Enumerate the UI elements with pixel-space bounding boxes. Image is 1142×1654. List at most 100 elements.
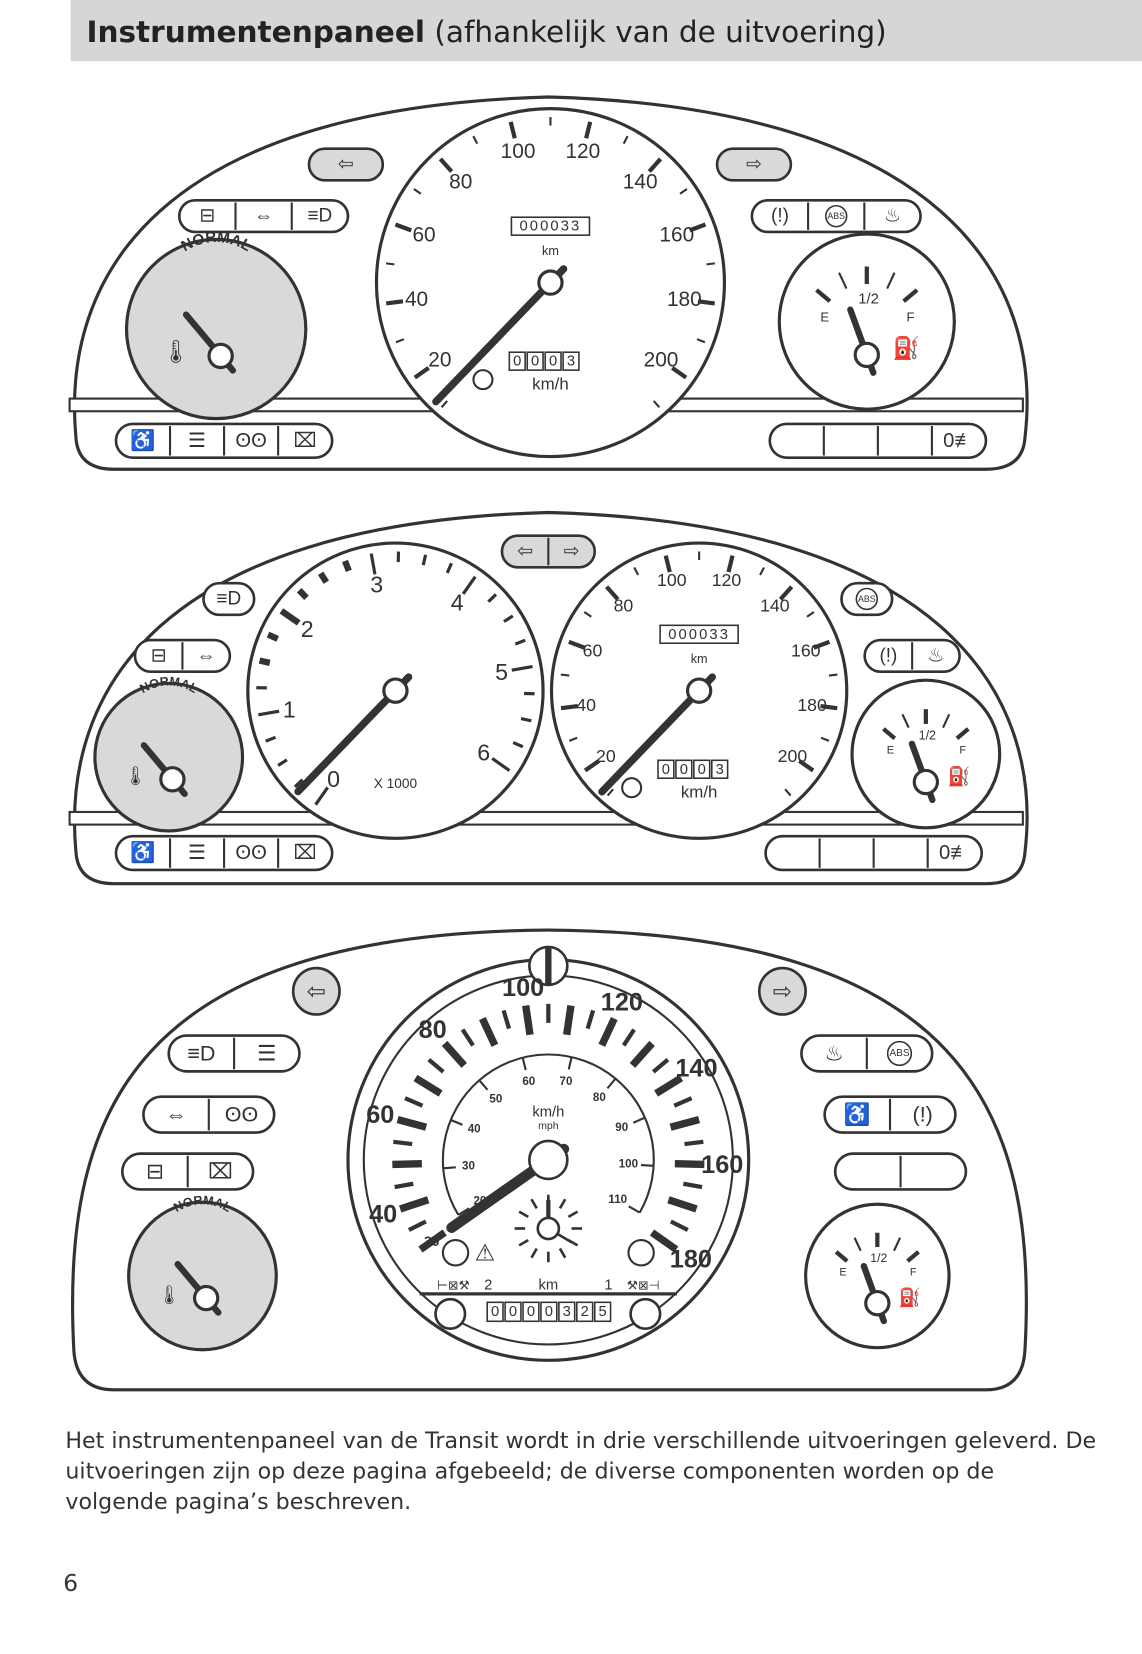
- brake-warning-icon: (!): [771, 206, 789, 227]
- bottom-left-warning-lights: ♿☰ʘʘ⌧: [114, 834, 334, 872]
- knob-slot: [545, 946, 552, 985]
- abs-icon: [855, 587, 879, 611]
- speed-label-100: 100: [501, 140, 536, 163]
- tick-mark: [706, 262, 716, 266]
- arrow-left-icon: ⇦: [338, 154, 354, 175]
- kmh-label-160: 160: [701, 1151, 743, 1179]
- needle-hub: [685, 677, 713, 704]
- needle-hub-large: [528, 1139, 569, 1181]
- abs-icon: [824, 204, 848, 228]
- top-right-warning-lights-frame: [750, 199, 922, 234]
- odometer-digit: 0: [527, 1304, 535, 1320]
- panel-2-fuel-gauge-face: [850, 678, 1002, 830]
- kmh-tick: [413, 1074, 443, 1097]
- rpm-label-4: 4: [451, 589, 464, 615]
- mph-label-30: 30: [462, 1160, 475, 1172]
- clock-tick: [530, 1198, 538, 1210]
- rpm-label-6: 6: [477, 740, 490, 766]
- fuel-half-label: 1/2: [858, 292, 879, 308]
- speed-label-40: 40: [576, 695, 596, 715]
- glow-plug-icon: ʘʘ: [235, 842, 266, 864]
- oil-pressure-icon: ♨: [884, 206, 901, 227]
- speed-label-80: 80: [449, 170, 472, 193]
- trip-reset-button: [472, 369, 494, 391]
- section-header: Instrumentenpaneel (afhankelijk van de u…: [70, 0, 1142, 62]
- kmh-tick: [621, 1028, 636, 1047]
- trip-digit-box: [675, 759, 693, 780]
- kmh-tick: [669, 1115, 701, 1131]
- tach-tick: [487, 593, 498, 603]
- panel-3-speedometer-tachograph: 3040608010012014016018020304050607080901…: [346, 945, 751, 1362]
- kmh-tick: [629, 1040, 655, 1068]
- tach-tick: [293, 778, 304, 789]
- tick-mark: [395, 338, 405, 344]
- kmh-tick: [598, 1016, 618, 1047]
- tick-mark: [606, 788, 614, 797]
- kmh-label-40: 40: [369, 1201, 397, 1229]
- kmh-tick: [649, 1229, 679, 1253]
- arrow-right-icon: ⇨: [746, 154, 762, 175]
- odometer-digit: 0: [509, 1304, 517, 1320]
- tick-mark: [647, 157, 663, 173]
- tick-mark: [413, 188, 422, 195]
- mph-tick: [606, 1077, 617, 1090]
- tick-mark: [697, 299, 715, 306]
- trip-digit-box: [657, 759, 675, 780]
- clock-tick: [518, 1210, 529, 1219]
- trip-digit: 3: [567, 354, 575, 370]
- fuel-tick: [906, 1250, 920, 1263]
- title-subtitle: (afhankelijk van de uitvoering): [434, 14, 887, 50]
- tick-mark: [568, 736, 578, 742]
- tach-tick: [503, 614, 514, 623]
- title-bold: Instrumentenpaneel: [86, 14, 425, 50]
- arrow-left-icon: ⇦: [517, 541, 533, 562]
- tick-mark: [560, 673, 570, 677]
- tick-mark: [605, 585, 620, 601]
- tick-mark: [508, 121, 517, 139]
- tick-mark: [560, 703, 579, 711]
- tach-tick: [266, 631, 279, 642]
- tick-mark: [679, 188, 688, 195]
- right-turn-indicator-frame: [715, 147, 793, 182]
- rpm-label-2: 2: [301, 616, 314, 642]
- tach-tick: [258, 709, 280, 717]
- odometer-unit: km: [691, 652, 708, 666]
- battery-icon: ⊟: [151, 645, 167, 666]
- kmh-tick: [404, 1096, 424, 1108]
- rpm-label-5: 5: [495, 659, 508, 685]
- trip-digit-box: [544, 351, 562, 371]
- speed-label-120: 120: [712, 570, 742, 590]
- battery-icon: ⊟: [199, 206, 215, 227]
- odometer-value: 000033: [668, 627, 730, 643]
- odometer-digit-box: [558, 1301, 576, 1323]
- mph-label-60: 60: [522, 1076, 535, 1088]
- speed-label-140: 140: [623, 170, 658, 193]
- water-in-fuel-icon: ☰: [257, 1041, 276, 1065]
- high-beam-icon: ≡D: [307, 206, 332, 227]
- left-warning-lights-2: ⇔ʘʘ: [142, 1095, 276, 1134]
- kmh-label-140: 140: [675, 1055, 717, 1083]
- trip-digit: 0: [680, 762, 688, 778]
- water-in-fuel-icon: ☰: [188, 842, 206, 864]
- fuel-tick: [942, 713, 951, 729]
- kmh-tick: [393, 1139, 413, 1147]
- tach-tick: [491, 757, 511, 772]
- panel-3-outline: [70, 928, 1028, 1392]
- tach-tick: [265, 735, 277, 743]
- tach-tick: [342, 559, 352, 572]
- arrow-right-icon: ⇨: [773, 978, 792, 1004]
- kmh-tick: [563, 1004, 575, 1036]
- fuel-empty-label: E: [820, 310, 829, 325]
- panel-3-temperature-gauge-face: [127, 1200, 278, 1352]
- tick-mark: [671, 366, 688, 380]
- panel-1-fuel-gauge-face: [777, 232, 956, 411]
- panel-2-temperature-gauge-face: [93, 681, 245, 833]
- needle-hub: [192, 1284, 220, 1312]
- panel-3-fuel-gauge-face: [804, 1202, 951, 1350]
- trip-digit: 0: [531, 354, 539, 370]
- panel-2-fuel-gauge: E1/2F⛽: [850, 678, 1002, 830]
- mph-tick: [443, 1166, 456, 1170]
- page-title: Instrumentenpaneel (afhankelijk van de u…: [86, 15, 886, 50]
- tick-mark: [688, 222, 707, 233]
- airbag-icon: ♿: [130, 428, 155, 452]
